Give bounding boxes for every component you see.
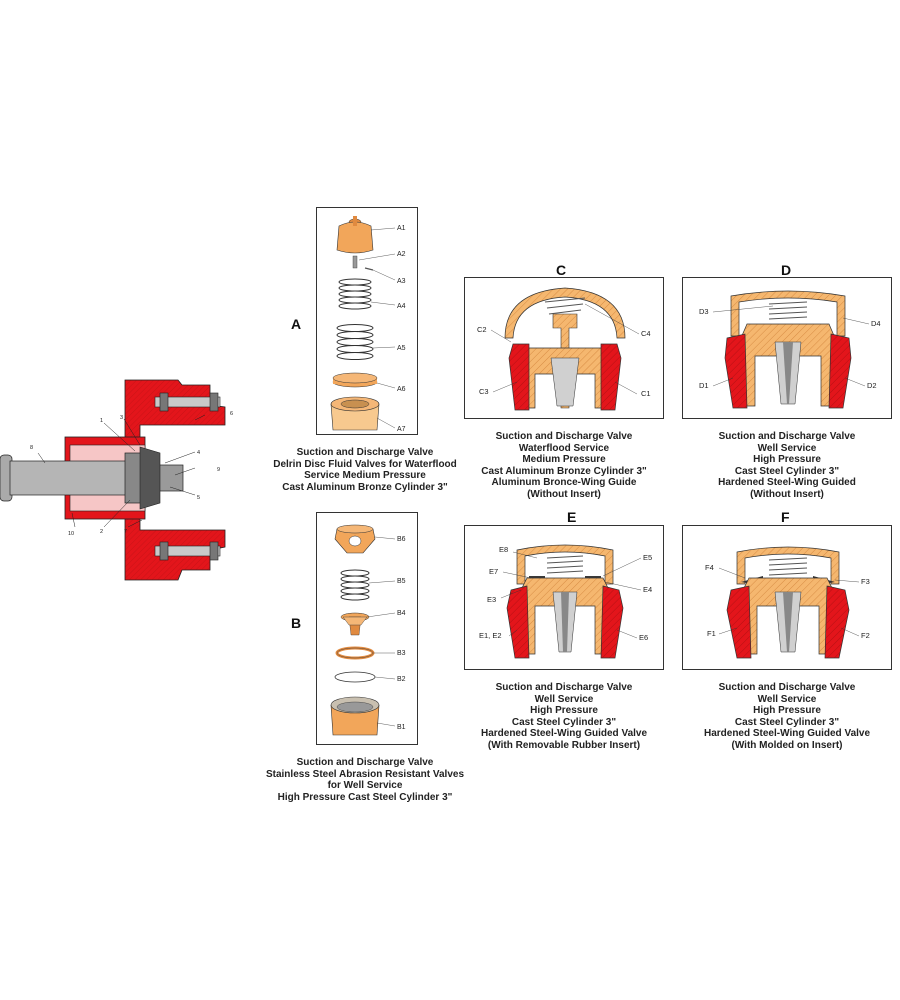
panel-f-box: F4 F3 F1 F2 [682,525,892,670]
panel-a-caption: Suction and Discharge Valve Delrin Disc … [273,447,457,493]
panel-b-letter: B [291,615,302,631]
pump-label-10: 10 [68,531,74,537]
panel-b-caption: Suction and Discharge Valve Stainless St… [265,757,465,803]
part-label-d4: D4 [871,319,881,328]
pump-label-1: 1 [100,418,103,424]
pump-cross-section-diagram: 1 2 3 4 5 6 7 8 9 10 [0,379,233,581]
part-label-a5: A5 [397,345,406,352]
part-label-a6: A6 [397,386,406,393]
part-label-f4: F4 [705,563,714,572]
part-label-d3: D3 [699,307,709,316]
pump-label-9: 9 [217,467,220,473]
part-label-f3: F3 [861,577,870,586]
part-label-c4: C4 [641,329,651,338]
part-label-c3: C3 [479,387,489,396]
pump-label-5: 5 [197,495,200,501]
panel-e-caption: Suction and Discharge Valve Well Service… [480,682,648,751]
part-label-e3: E3 [487,595,496,604]
part-label-b5: B5 [397,578,406,585]
panel-c-letter: C [556,262,567,278]
part-label-b3: B3 [397,650,406,657]
panel-e-letter: E [567,509,577,525]
panel-b-box: B6 B5 B4 B3 B2 B1 [316,512,418,745]
panel-d-section-view: D3 D4 D1 D2 [699,290,881,409]
pump-label-7: 7 [124,529,127,535]
part-label-e1-e2: E1, E2 [479,631,502,640]
panel-d-caption: Suction and Discharge Valve Well Service… [718,431,856,500]
part-label-a4: A4 [397,303,406,310]
panel-d-letter: D [781,262,792,278]
part-label-c1: C1 [641,389,651,398]
panel-e-box: E8 E5 E7 E4 E3 E1, E2 E6 [464,525,664,670]
pump-label-4: 4 [197,450,200,456]
panel-c-caption: Suction and Discharge Valve Waterflood S… [481,431,647,500]
pump-label-6: 6 [230,411,233,417]
panel-a-box: A1 A2 A3 A4 A5 A6 A7 [316,207,418,435]
panel-a-letter: A [291,316,302,332]
part-label-e6: E6 [639,633,648,642]
pump-label-3: 3 [120,415,123,421]
panel-f-caption: Suction and Discharge Valve Well Service… [703,682,871,751]
part-label-b4: B4 [397,610,406,617]
part-label-e7: E7 [489,567,498,576]
part-label-a1: A1 [397,225,406,232]
panel-d-box: D3 D4 D1 D2 [682,277,892,419]
part-label-d1: D1 [699,381,709,390]
part-label-f1: F1 [707,629,716,638]
panel-e-section-view: E8 E5 E7 E4 E3 E1, E2 E6 [479,544,652,659]
part-label-e8: E8 [499,545,508,554]
panel-a-exploded-view: A1 A2 A3 A4 A5 A6 A7 [330,216,406,433]
part-label-b6: B6 [397,536,406,543]
part-label-a7: A7 [397,426,406,433]
part-label-e4: E4 [643,585,652,594]
pump-label-8: 8 [30,445,33,451]
part-label-f2: F2 [861,631,870,640]
panel-c-box: C2 C4 C3 C1 [464,277,664,419]
part-label-c2: C2 [477,325,487,334]
part-label-a3: A3 [397,278,406,285]
part-label-a2: A2 [397,251,406,258]
panel-f-section-view: F4 F3 F1 F2 [705,546,870,659]
part-label-b2: B2 [397,676,406,683]
panel-c-section-view: C2 C4 C3 C1 [477,287,651,411]
part-label-e5: E5 [643,553,652,562]
part-label-b1: B1 [397,724,406,731]
panel-b-exploded-view: B6 B5 B4 B3 B2 B1 [330,524,406,736]
panel-f-letter: F [781,509,790,525]
part-label-d2: D2 [867,381,877,390]
pump-label-2: 2 [100,529,103,535]
